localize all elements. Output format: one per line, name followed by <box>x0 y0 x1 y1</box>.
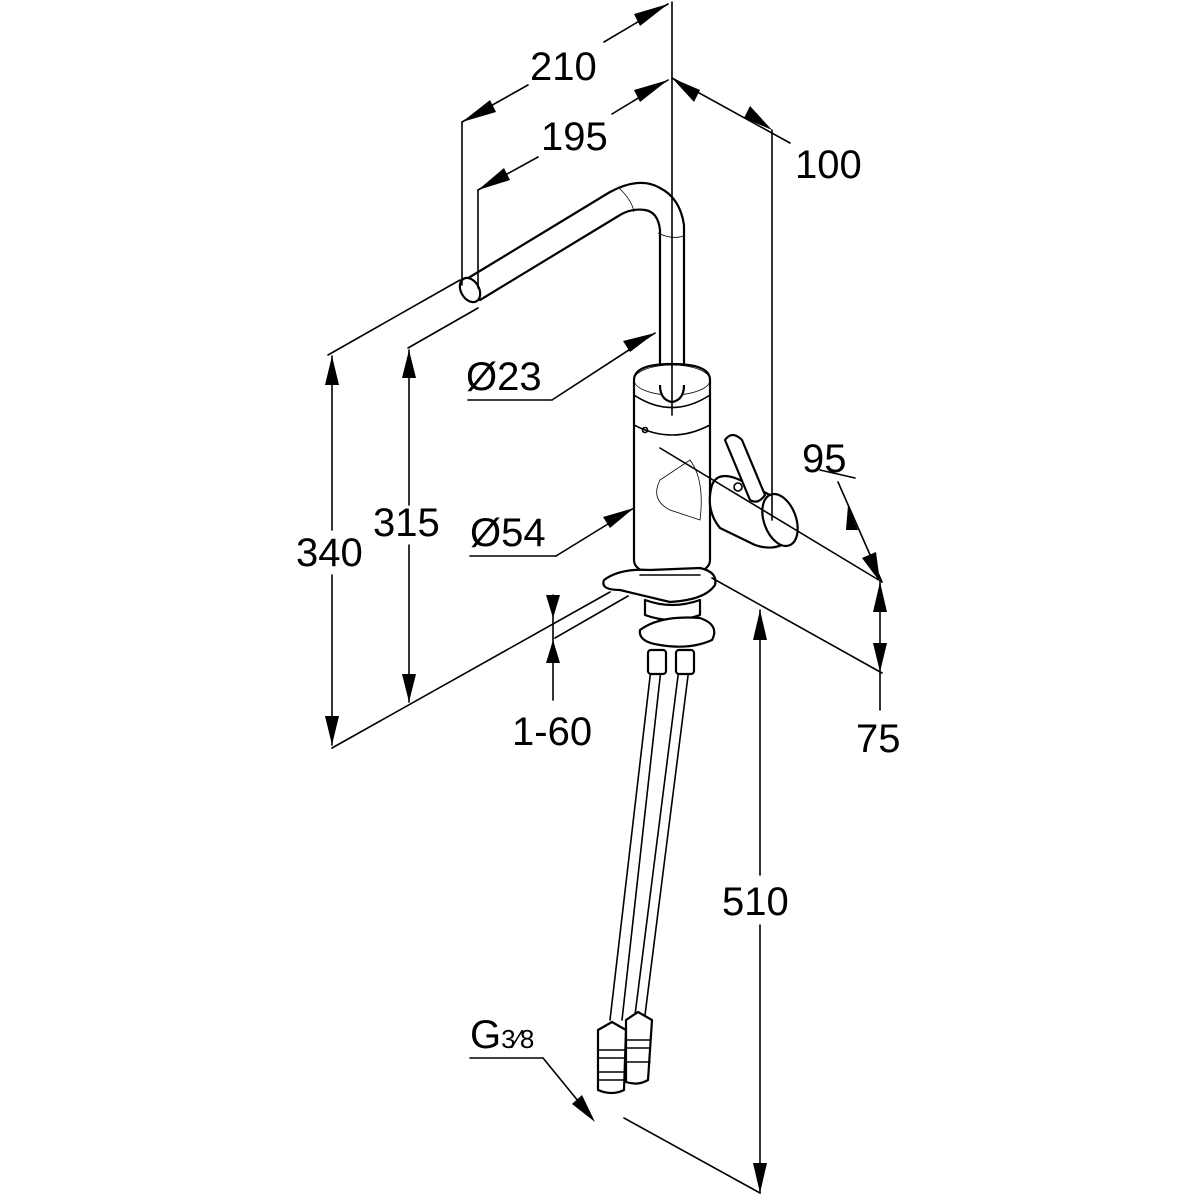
dim-label-95: 95 <box>802 437 847 481</box>
dim-label-75: 75 <box>856 717 901 761</box>
dim-label-195: 195 <box>541 115 608 159</box>
dim-label-315: 315 <box>373 501 440 545</box>
hose-connector-left <box>596 1020 628 1095</box>
dimension-labels: 210 195 100 Ø23 Ø54 95 340 315 1-60 75 5… <box>296 45 901 1057</box>
dim-label-100: 100 <box>795 143 862 187</box>
dim-label-body-diameter: Ø54 <box>470 511 546 555</box>
supply-hoses <box>596 648 696 1095</box>
dim-label-spout-diameter: Ø23 <box>466 355 542 399</box>
dimension-lines <box>325 1 887 1194</box>
dim-label-1-60: 1-60 <box>512 710 592 754</box>
base-plate <box>602 566 717 648</box>
dim-label-340: 340 <box>296 531 363 575</box>
dim-label-510: 510 <box>722 880 789 924</box>
faucet-body <box>632 362 712 577</box>
lever-handle <box>656 433 799 549</box>
hose-connector-right <box>624 1010 654 1085</box>
dim-label-thread: G3⁄8 <box>470 1013 534 1057</box>
dim-label-210: 210 <box>530 45 597 89</box>
